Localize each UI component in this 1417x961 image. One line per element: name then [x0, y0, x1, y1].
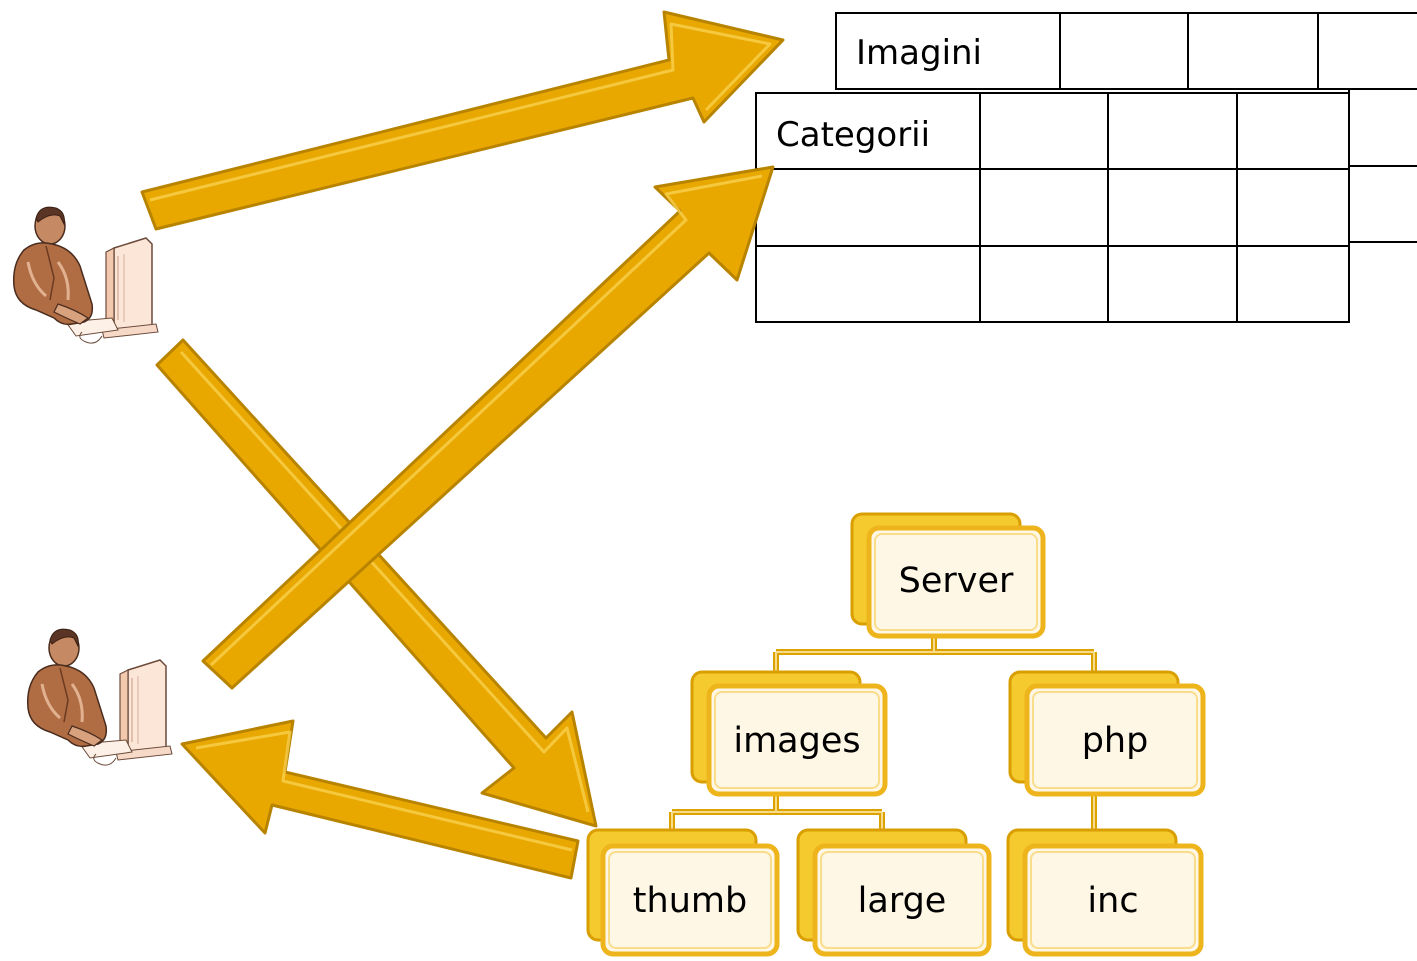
arrow-thumb-to-user: [180, 719, 580, 880]
table-categorii: Categorii: [755, 92, 1350, 323]
user-at-computer-icon: [12, 205, 160, 345]
user-at-computer-icon: [26, 627, 174, 767]
node-images-label: images: [733, 721, 860, 761]
node-large: large: [796, 828, 992, 957]
arrow-user-to-categorii: [201, 165, 775, 690]
node-php-label: php: [1082, 721, 1149, 761]
node-images: images: [690, 670, 888, 797]
node-thumb-label: thumb: [633, 881, 747, 921]
node-inc-label: inc: [1087, 881, 1138, 921]
node-server-label: Server: [899, 561, 1014, 601]
node-server: Server: [850, 512, 1046, 639]
arrow-user-to-imagini: [140, 10, 785, 231]
node-inc: inc: [1006, 828, 1204, 957]
table-imagini-label: Imagini: [856, 33, 982, 73]
tree-connectors: [669, 630, 1097, 838]
node-large-label: large: [858, 881, 947, 921]
node-php: php: [1008, 670, 1206, 797]
table-categorii-label: Categorii: [776, 115, 930, 155]
node-thumb: thumb: [586, 828, 780, 957]
